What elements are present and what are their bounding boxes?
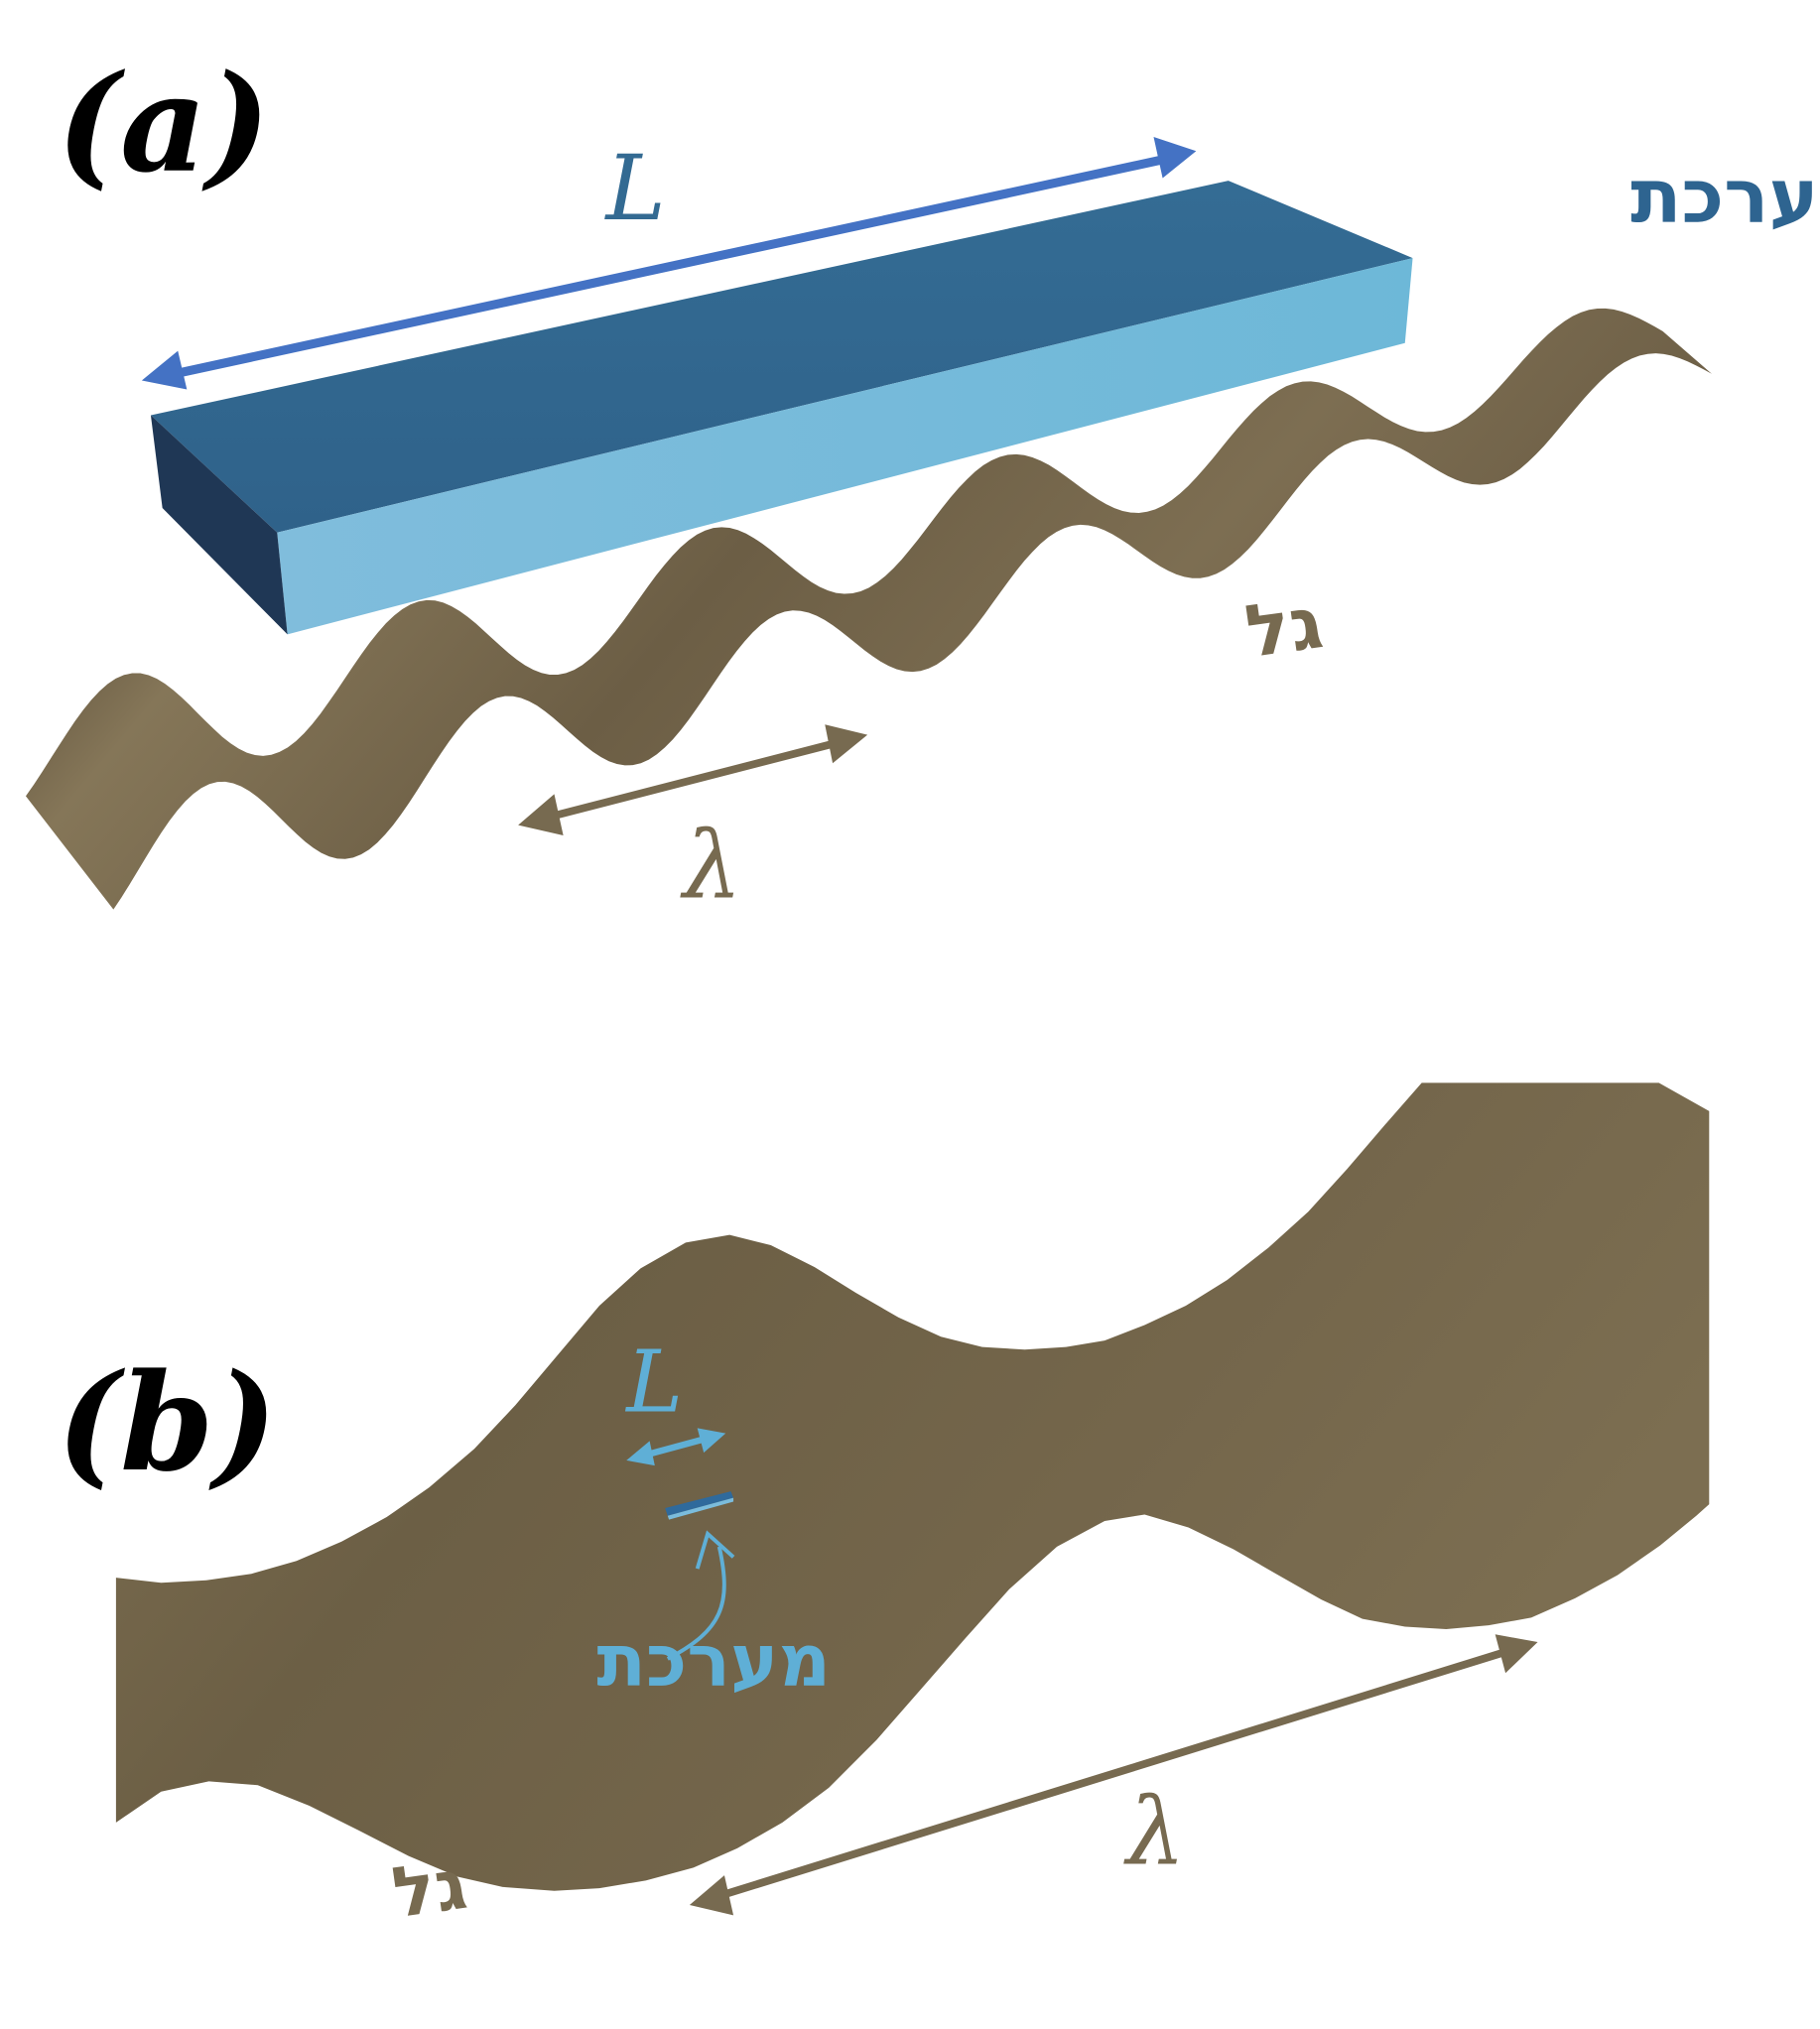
panel-b-label: (b) [57,1343,277,1501]
wave-ribbon-b [115,1082,1710,1891]
wave-label-b: גל [388,1843,471,1934]
length-arrow-b [626,1428,726,1466]
length-label-b: L [624,1333,683,1433]
wavelength-arrow-a [518,724,868,835]
system-box-side [150,415,288,635]
wave-label-a: גל [1240,580,1328,675]
wave-ribbon-a [25,308,1712,910]
system-label-b: מערכת [596,1619,831,1704]
panel-a: (a) L מערכת גל λ [25,45,1820,920]
system-box-top [150,181,1413,533]
wavelength-arrow-b [689,1634,1538,1916]
wavelength-label-a: λ [679,812,741,920]
panel-b: (b) L מערכת λ גל [57,1082,1710,1934]
length-label-a: L [603,137,665,241]
panel-a-label: (a) [57,45,270,202]
system-label-a: מערכת [1630,153,1820,240]
system-tiny-b [665,1491,734,1520]
system-box-front [277,258,1413,635]
length-arrow-a [141,136,1197,390]
wavelength-label-b: λ [1122,1778,1185,1886]
pointer-arrow-b [666,1530,735,1661]
